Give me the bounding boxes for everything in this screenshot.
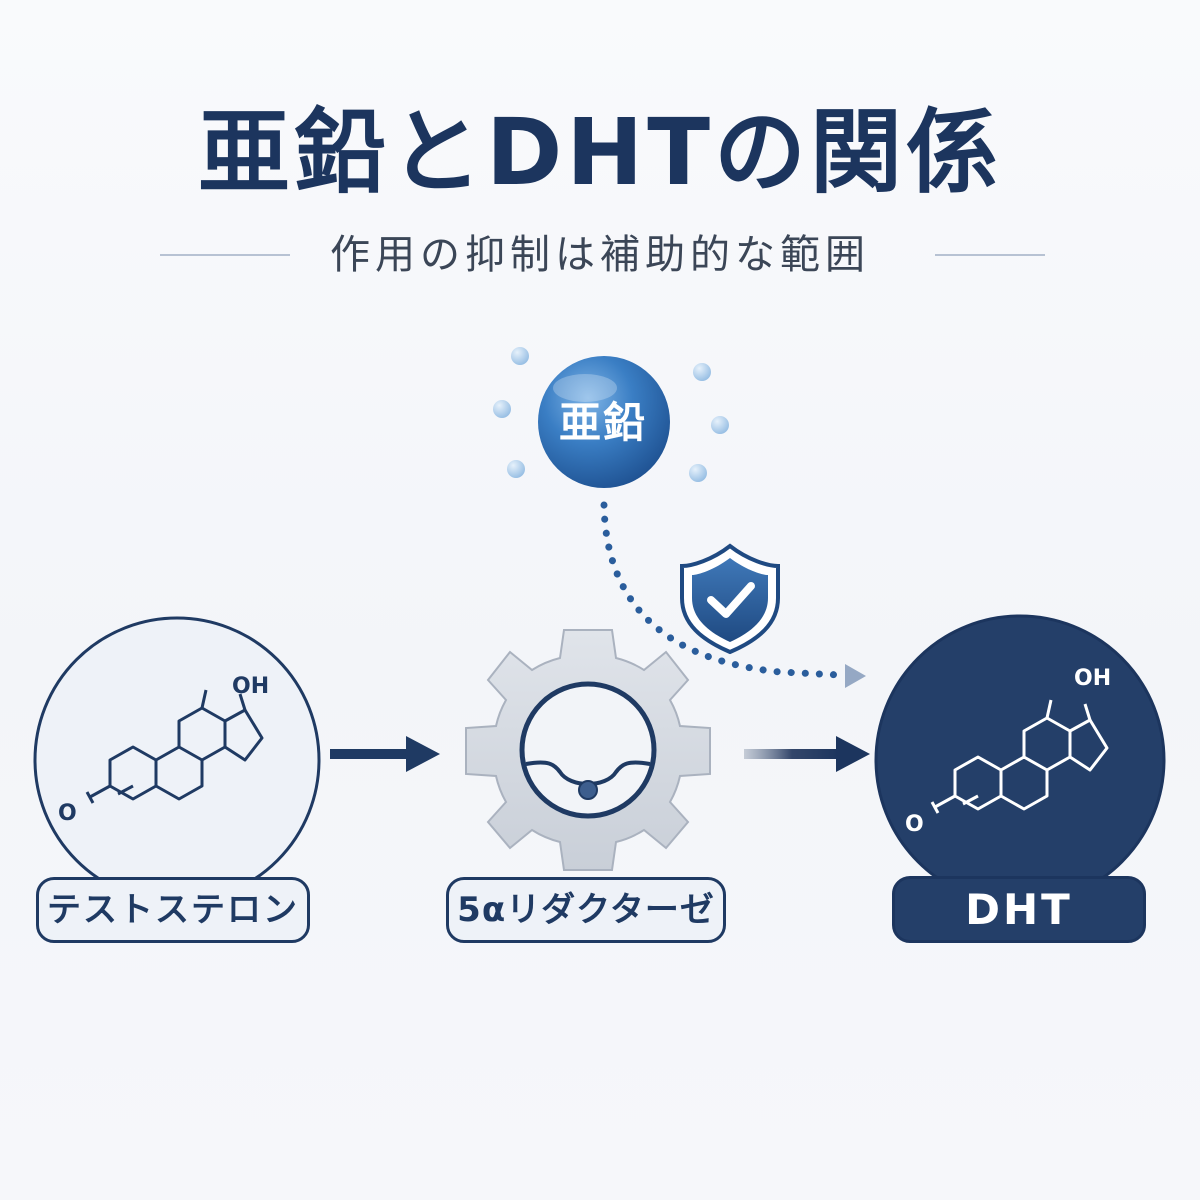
page-title: 亜鉛とDHTの関係 [197,99,1003,206]
dht-oh-label: OH [1074,666,1112,691]
dht-o-label: O [905,812,924,837]
dht-node [874,614,1166,906]
dht-label: DHT [892,876,1146,943]
enzyme-label: 5αリダクターゼ [446,877,726,943]
zinc-label: 亜鉛 [558,398,647,447]
gear-icon [465,629,711,871]
testosterone-label: テストステロン [36,877,310,943]
subtitle-rule-left [160,254,290,256]
testosterone-oh-label: OH [232,674,270,699]
zinc-node [538,356,670,488]
page-subtitle: 作用の抑制は補助的な範囲 [330,232,870,278]
subtitle-row: 作用の抑制は補助的な範囲 [0,225,1200,285]
testosterone-node [33,616,321,904]
arrow-right-icon-2 [744,736,870,772]
zinc-particles [493,347,729,482]
shield-check-icon [680,543,780,655]
inhibition-path [600,501,866,688]
testosterone-o-label: O [58,801,77,826]
testosterone-structure-icon [85,689,264,804]
dht-structure-icon [930,699,1109,814]
subtitle-rule-right [935,254,1045,256]
arrow-right-icon [330,736,440,772]
inhibition-arrowhead-icon [845,664,866,688]
